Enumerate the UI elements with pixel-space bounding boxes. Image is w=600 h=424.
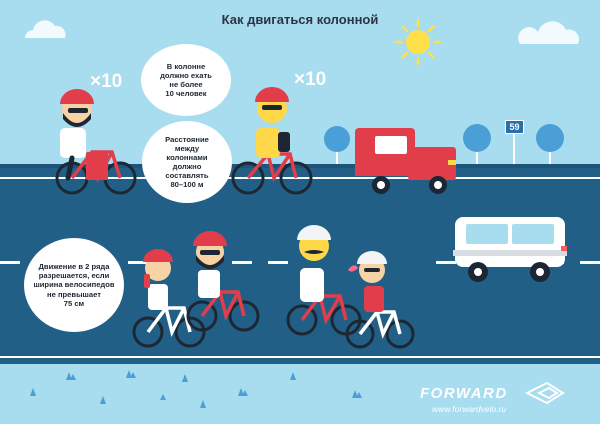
bubble-distance: Расстояние между колоннами должно состав… bbox=[142, 121, 232, 203]
multiplier-right: ×10 bbox=[294, 69, 327, 90]
cyclist-bearded-bottom bbox=[186, 231, 260, 332]
sun-icon bbox=[394, 18, 442, 66]
road-sign: 59 bbox=[505, 120, 524, 134]
grass-tufts bbox=[30, 370, 362, 408]
page-title: Как двигаться колонной bbox=[221, 12, 379, 27]
lane-marking bbox=[0, 177, 600, 358]
bubble-distance-text: Расстояние между колоннами должно состав… bbox=[165, 134, 209, 190]
cyclist-bearded-top bbox=[55, 89, 137, 195]
white-van bbox=[453, 217, 567, 282]
cyclist-top-right bbox=[231, 87, 313, 195]
pickup-truck bbox=[355, 128, 456, 194]
bubble-group-size: В колонне должно ехать не более 10 челов… bbox=[141, 44, 231, 116]
cyclist-girl-white-helmet bbox=[345, 251, 415, 349]
sign-post bbox=[513, 133, 515, 165]
bubble-group-size-text: В колонне должно ехать не более 10 челов… bbox=[160, 61, 212, 99]
brand-url: www.forwardvelo.ru bbox=[432, 404, 507, 414]
cloud-icon bbox=[25, 20, 580, 44]
cyclist-child-red-helmet bbox=[132, 249, 206, 348]
multiplier-left: ×10 bbox=[90, 71, 123, 92]
bubble-two-rows: Движение в 2 ряда разрешается, если шири… bbox=[24, 238, 124, 332]
brand-logo-text: FORWARD bbox=[420, 385, 508, 402]
bubble-two-rows-text: Движение в 2 ряда разрешается, если шири… bbox=[33, 262, 115, 308]
tree-icon bbox=[324, 124, 564, 164]
forward-logo-icon bbox=[525, 381, 565, 405]
cyclist-mustache-white-helmet bbox=[286, 225, 362, 336]
